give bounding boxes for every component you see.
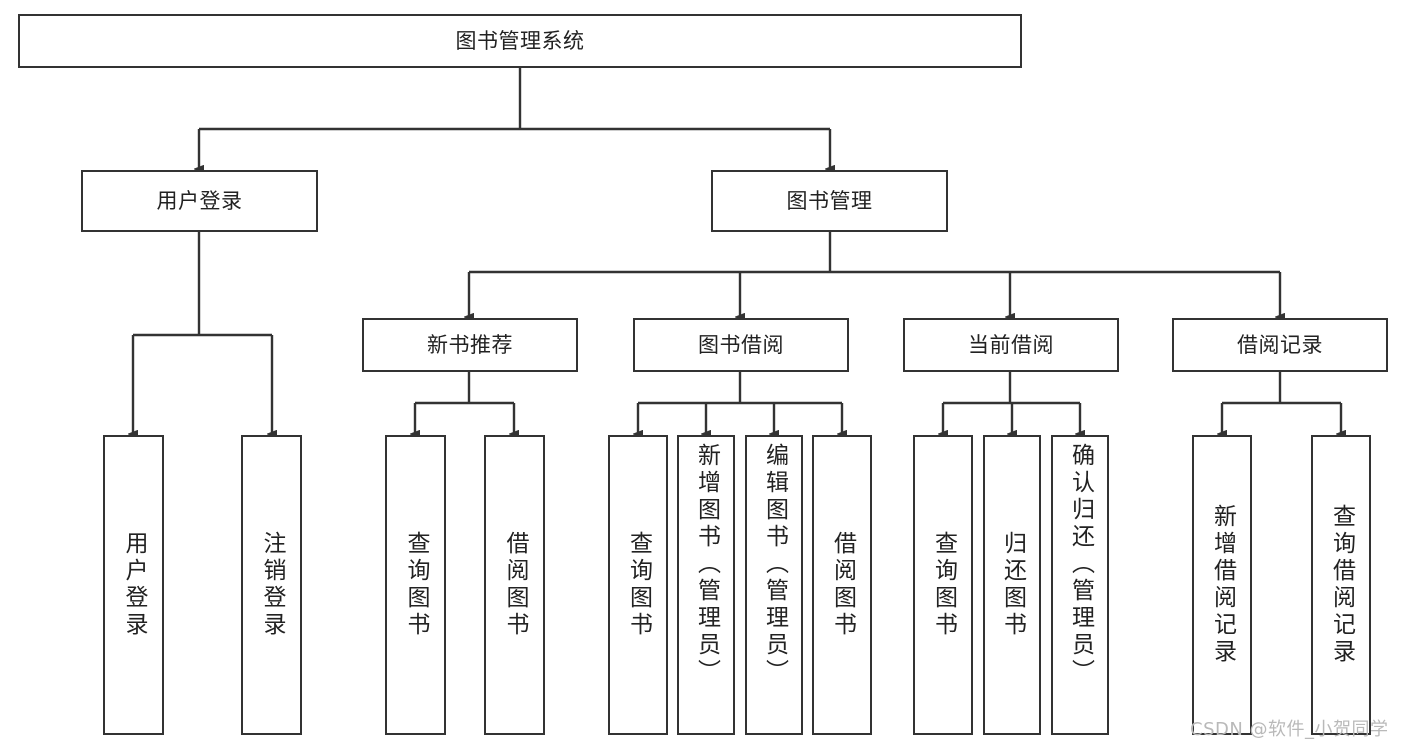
node-leaf-query-rec[interactable]: 查询借阅记录 bbox=[1311, 435, 1371, 735]
node-label-user-login: 用户登录 bbox=[156, 188, 243, 213]
node-label-borrow-record: 借阅记录 bbox=[1237, 332, 1323, 357]
edge-group bbox=[133, 68, 1341, 434]
node-label-leaf-edit-book: 编辑图书（管理员） bbox=[761, 443, 788, 686]
node-label-book-manage: 图书管理 bbox=[786, 188, 873, 213]
node-leaf-query-2[interactable]: 查询图书 bbox=[608, 435, 668, 735]
node-label-new-book-rec: 新书推荐 bbox=[427, 332, 513, 357]
node-user-login[interactable]: 用户登录 bbox=[81, 170, 318, 232]
node-leaf-borrow-2[interactable]: 借阅图书 bbox=[812, 435, 872, 735]
node-leaf-add-book[interactable]: 新增图书（管理员） bbox=[677, 435, 735, 735]
node-leaf-user-login[interactable]: 用户登录 bbox=[103, 435, 164, 735]
watermark-text: CSDN @软件_小贺同学 bbox=[1190, 719, 1389, 740]
node-label-leaf-query-rec: 查询借阅记录 bbox=[1328, 504, 1355, 666]
node-leaf-borrow-1[interactable]: 借阅图书 bbox=[484, 435, 545, 735]
node-label-leaf-user-login: 用户登录 bbox=[121, 531, 147, 639]
node-label-leaf-query-2: 查询图书 bbox=[625, 531, 652, 639]
node-leaf-query-1[interactable]: 查询图书 bbox=[385, 435, 446, 735]
node-label-leaf-return: 归还图书 bbox=[999, 531, 1026, 639]
node-label-leaf-logout: 注销登录 bbox=[259, 531, 285, 639]
node-borrow-record[interactable]: 借阅记录 bbox=[1172, 318, 1388, 372]
node-label-current-borrow: 当前借阅 bbox=[968, 332, 1054, 357]
node-label-leaf-confirm: 确认归还（管理员） bbox=[1067, 443, 1094, 686]
node-label-leaf-add-book: 新增图书（管理员） bbox=[693, 443, 720, 686]
node-label-leaf-query-1: 查询图书 bbox=[403, 531, 429, 639]
node-label-leaf-borrow-1: 借阅图书 bbox=[502, 531, 528, 639]
node-current-borrow[interactable]: 当前借阅 bbox=[903, 318, 1119, 372]
node-label-leaf-borrow-2: 借阅图书 bbox=[829, 531, 856, 639]
node-leaf-query-3[interactable]: 查询图书 bbox=[913, 435, 973, 735]
node-new-book-rec[interactable]: 新书推荐 bbox=[362, 318, 578, 372]
node-leaf-confirm[interactable]: 确认归还（管理员） bbox=[1051, 435, 1109, 735]
node-leaf-edit-book[interactable]: 编辑图书（管理员） bbox=[745, 435, 803, 735]
node-label-book-borrow: 图书借阅 bbox=[698, 332, 784, 357]
node-leaf-logout[interactable]: 注销登录 bbox=[241, 435, 302, 735]
node-root[interactable]: 图书管理系统 bbox=[18, 14, 1022, 68]
node-leaf-return[interactable]: 归还图书 bbox=[983, 435, 1041, 735]
node-label-leaf-add-rec: 新增借阅记录 bbox=[1209, 504, 1236, 666]
node-leaf-add-rec[interactable]: 新增借阅记录 bbox=[1192, 435, 1252, 735]
node-label-root: 图书管理系统 bbox=[455, 28, 585, 53]
node-book-borrow[interactable]: 图书借阅 bbox=[633, 318, 849, 372]
node-label-leaf-query-3: 查询图书 bbox=[930, 531, 957, 639]
node-book-manage[interactable]: 图书管理 bbox=[711, 170, 948, 232]
